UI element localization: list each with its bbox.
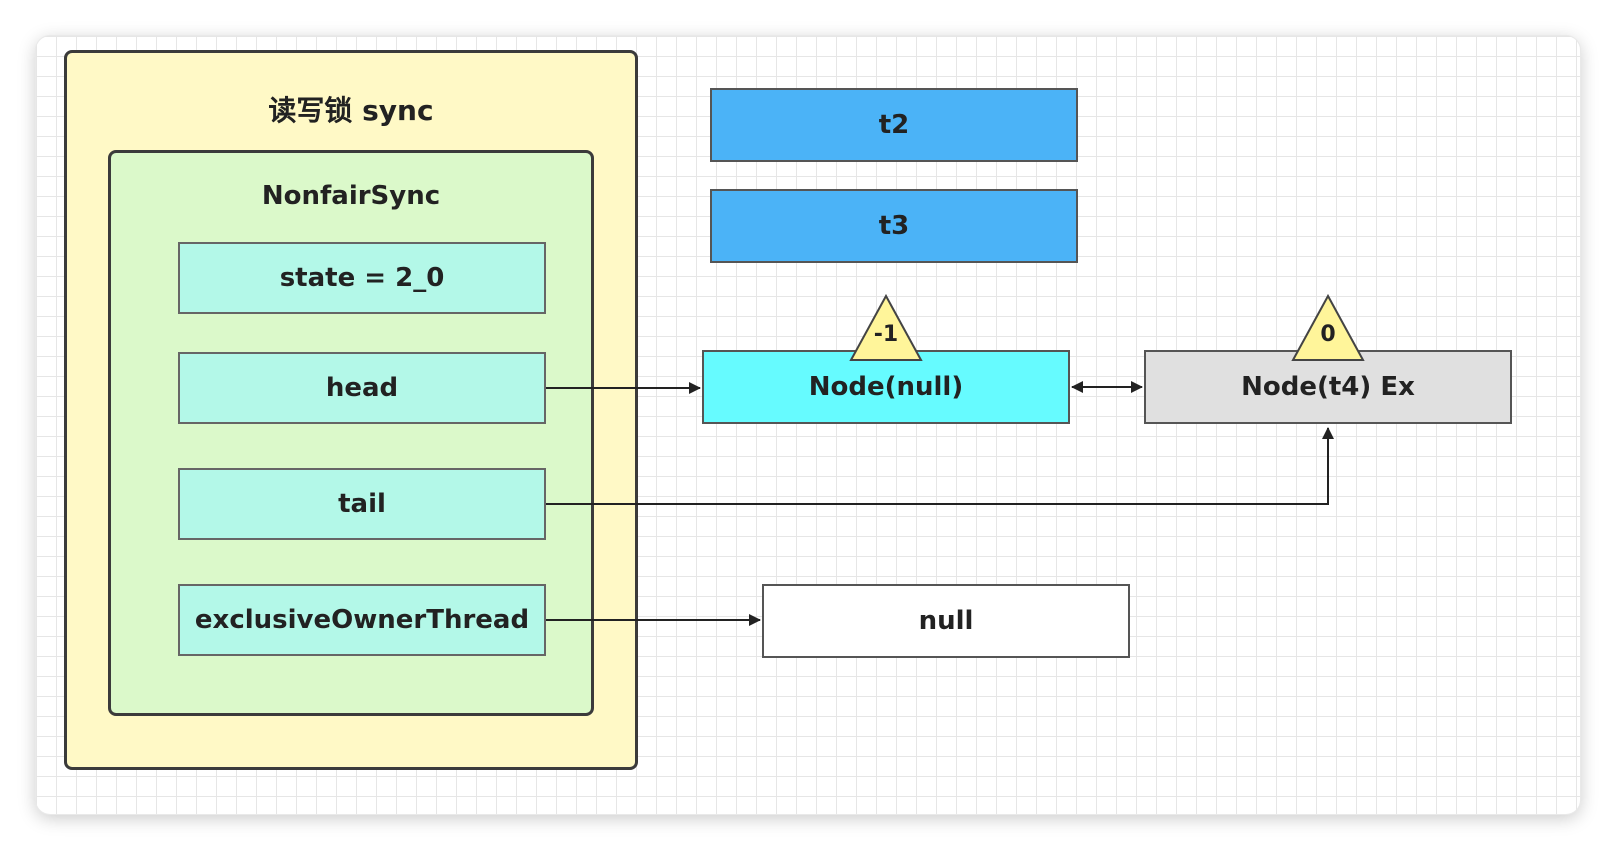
sync-title: 读写锁 sync: [268, 94, 434, 127]
state-field: state = 2_0: [178, 242, 546, 314]
thread-t3-box: t3: [710, 189, 1078, 263]
tail-to-node-t4-arrow: [546, 427, 1334, 505]
node-t4-box: Node(t4) Ex: [1144, 350, 1512, 424]
diagram-canvas: 读写锁 sync NonfairSync state = 2_0 head ta…: [36, 36, 1580, 814]
thread-t2-box: t2: [710, 88, 1078, 162]
node-null-box: Node(null): [702, 350, 1070, 424]
node-null-badge-label: -1: [873, 322, 899, 347]
head-field: head: [178, 352, 546, 424]
tail-field: tail: [178, 468, 546, 540]
node-t4-badge-label: 0: [1320, 322, 1336, 347]
nonfair-sync-title: NonfairSync: [261, 181, 441, 211]
null-box: null: [762, 584, 1130, 658]
exclusive-owner-thread-field: exclusiveOwnerThread: [178, 584, 546, 656]
